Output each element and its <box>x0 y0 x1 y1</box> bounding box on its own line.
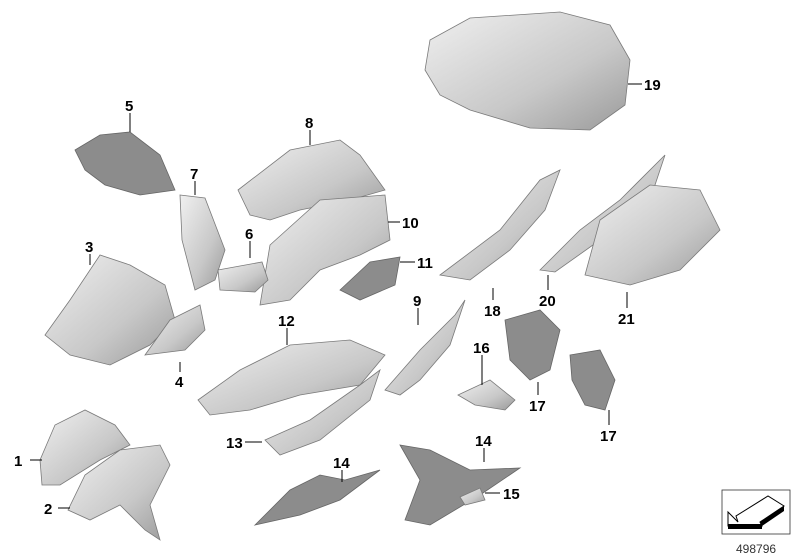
label-20: 20 <box>539 293 556 310</box>
part-10-side-panel[interactable] <box>259 194 391 306</box>
part-labels: 1 2 3 4 5 6 7 8 9 10 11 12 13 14 14 15 1… <box>14 77 661 518</box>
leader-lines <box>30 83 642 509</box>
label-1: 1 <box>14 453 22 470</box>
label-17-a: 17 <box>529 398 546 415</box>
label-19: 19 <box>644 77 661 94</box>
part-19-top-case[interactable] <box>424 11 631 131</box>
part-4-panel[interactable] <box>144 304 206 356</box>
part-3-fairing[interactable] <box>44 254 176 366</box>
label-17-b: 17 <box>600 428 617 445</box>
part-13-lower-trim[interactable] <box>264 368 381 456</box>
part-16-cover[interactable] <box>457 379 516 411</box>
part-17-cover-a[interactable] <box>504 309 561 381</box>
part-20-trim[interactable] <box>539 154 666 273</box>
part-14-right-footboard[interactable] <box>399 444 522 526</box>
label-21: 21 <box>618 311 635 328</box>
part-11-trim[interactable] <box>339 256 401 301</box>
label-3: 3 <box>85 239 93 256</box>
label-14-left: 14 <box>333 455 350 472</box>
label-13: 13 <box>226 435 243 452</box>
label-9: 9 <box>413 293 421 310</box>
label-14-right: 14 <box>475 433 492 450</box>
part-9-panel[interactable] <box>384 299 466 396</box>
part-7-bracket[interactable] <box>179 194 226 291</box>
part-14-left-footboard[interactable] <box>253 469 381 526</box>
label-10: 10 <box>402 215 419 232</box>
label-15: 15 <box>503 486 520 503</box>
part-6-cover[interactable] <box>217 261 269 293</box>
label-2: 2 <box>44 501 52 518</box>
part-17-cover-b[interactable] <box>569 349 616 411</box>
part-1-front-fender[interactable] <box>39 409 131 486</box>
label-4: 4 <box>175 374 184 391</box>
label-18: 18 <box>484 303 501 320</box>
label-11: 11 <box>417 255 433 272</box>
label-8: 8 <box>305 115 313 132</box>
part-2-front-mudguard[interactable] <box>67 444 171 541</box>
label-5: 5 <box>125 98 133 115</box>
part-12-side-trim[interactable] <box>197 339 386 416</box>
label-6: 6 <box>245 226 253 243</box>
part-18-rear-panel[interactable] <box>439 169 561 281</box>
part-5-instrument[interactable] <box>74 131 176 196</box>
label-7: 7 <box>190 166 198 183</box>
label-16: 16 <box>473 340 490 357</box>
arrow-down-left-icon <box>721 489 791 535</box>
part-15-clip[interactable] <box>459 487 486 506</box>
part-21-side-case[interactable] <box>584 184 721 286</box>
label-12: 12 <box>278 313 295 330</box>
reference-number: 498796 <box>736 542 776 556</box>
